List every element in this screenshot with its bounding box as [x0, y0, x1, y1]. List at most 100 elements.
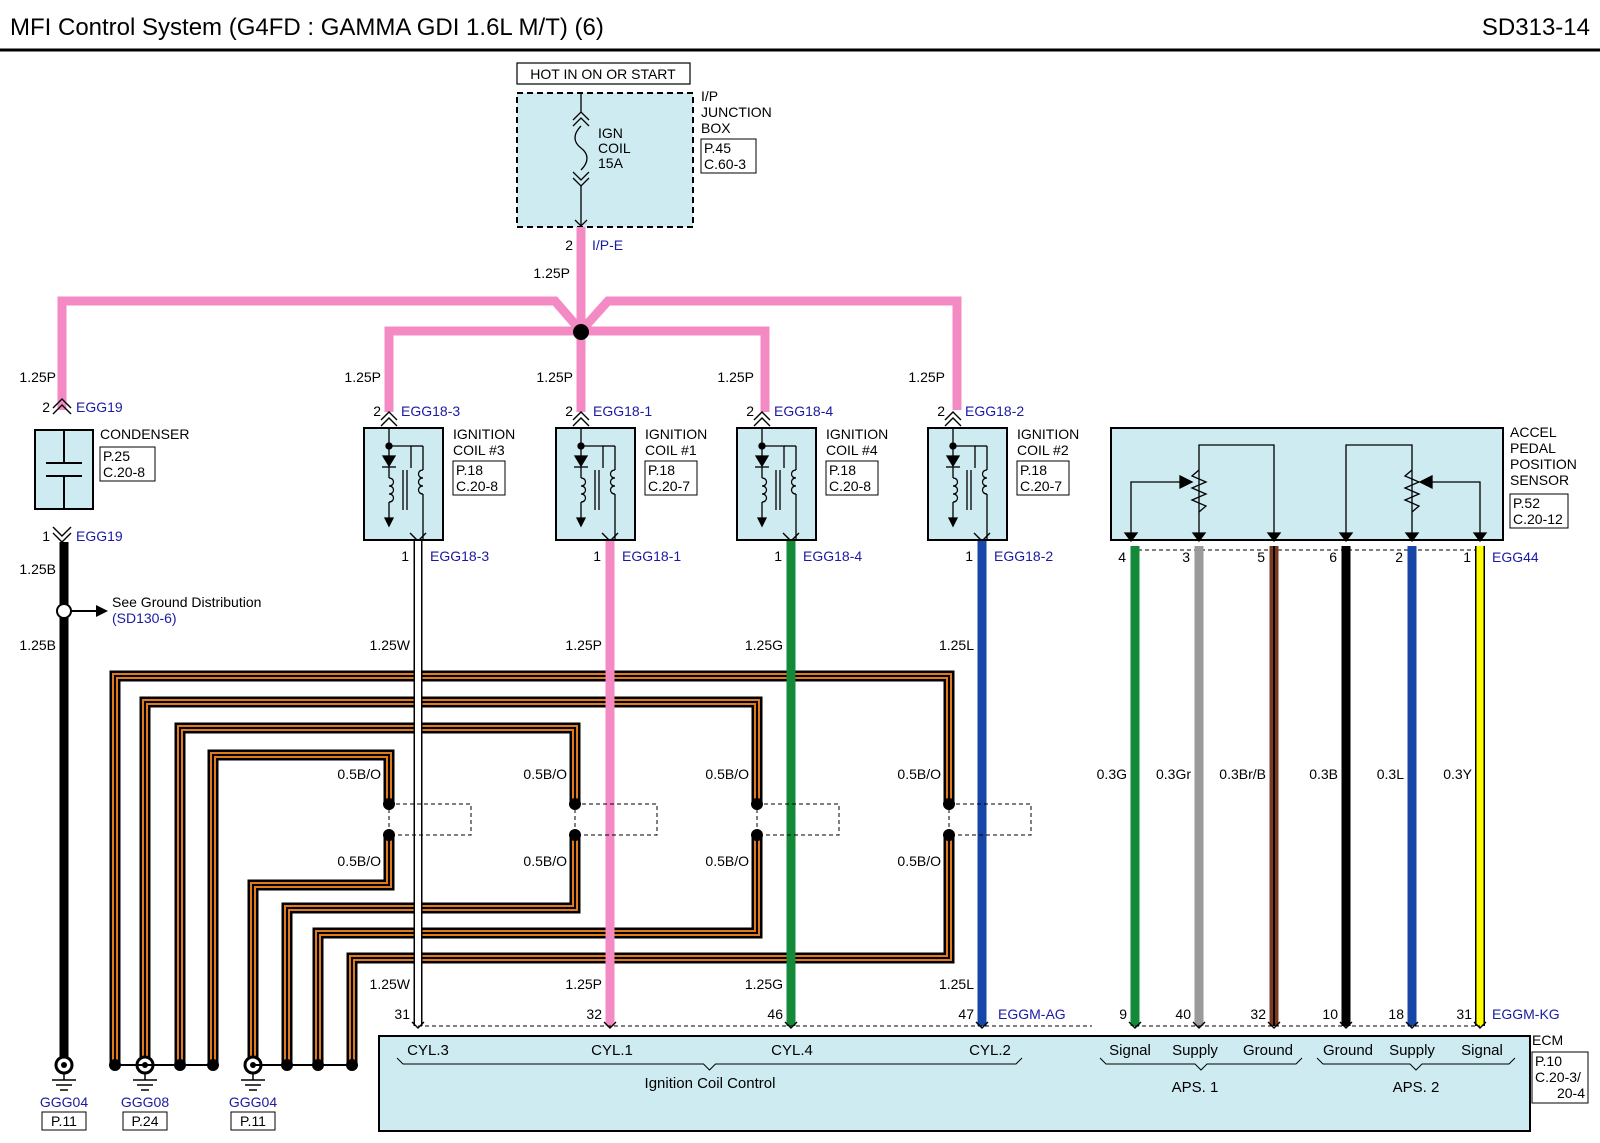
- shield-return-coil2-stripe: [351, 835, 950, 1065]
- coil-ref-1: P.18: [829, 462, 856, 478]
- shield-box: [756, 803, 840, 836]
- aps-wire-label: 0.3Br/B: [1219, 766, 1266, 782]
- shield-label-bot: 0.5B/O: [523, 853, 567, 869]
- aps-body: [1110, 427, 1504, 541]
- coil-ref-1: P.18: [456, 462, 483, 478]
- ground-ref-box: [122, 1111, 168, 1131]
- shield-label-top: 0.5B/O: [337, 766, 381, 782]
- condenser-top-wire: 1.25P: [19, 369, 56, 385]
- coil-ref-box: [1016, 460, 1070, 496]
- coil-ref-2: C.20-7: [648, 478, 690, 494]
- coil-icon: [381, 428, 424, 540]
- bracket-coil: [396, 1057, 1023, 1071]
- connector-icon: [411, 1021, 425, 1029]
- ecm-name: ECM: [1532, 1032, 1563, 1048]
- ecm-ref-3: 20-4: [1557, 1085, 1585, 1101]
- capacitor-icon: [46, 430, 82, 509]
- aps-ecm-pin: 9: [1119, 1006, 1127, 1022]
- shield-label-top: 0.5B/O: [705, 766, 749, 782]
- jb-pin: 2: [565, 237, 573, 253]
- coil-wire-label: 1.25P: [565, 637, 602, 653]
- fuse-icon: [572, 93, 590, 227]
- coil-ref-2: C.20-8: [456, 478, 498, 494]
- ground-splice: [174, 1059, 186, 1071]
- coil-icon: [573, 428, 616, 540]
- aps-ecm-pin: 10: [1322, 1006, 1338, 1022]
- ecm-aps-func: Supply: [1389, 1042, 1435, 1059]
- coil-name-2: COIL #2: [1017, 442, 1069, 458]
- ecm-aps-func: Ground: [1243, 1042, 1293, 1059]
- coil-icon: [754, 428, 797, 540]
- aps-ref-box: [1509, 493, 1569, 529]
- connector-icon: [1339, 1021, 1353, 1029]
- coil-icon: [945, 428, 988, 540]
- shield-return-coil1-core: [284, 835, 578, 1065]
- coil-bot-pin: 1: [401, 548, 409, 564]
- potentiometer-icon: [1123, 444, 1488, 543]
- fuse-label-3: 15A: [598, 155, 624, 171]
- coil-name-2: COIL #4: [826, 442, 878, 458]
- coil-wire-label-2: 1.25G: [745, 976, 783, 992]
- coil-ref-2: C.20-8: [829, 478, 871, 494]
- connector-icon: [572, 417, 590, 427]
- connector-icon: [603, 1021, 617, 1029]
- connector-icon: [380, 411, 398, 421]
- coil-ref-1: P.18: [648, 462, 675, 478]
- coil-ref-box: [644, 460, 698, 496]
- condenser-bot-conn: EGG19: [76, 528, 123, 544]
- jb-ref-1: P.45: [704, 140, 731, 156]
- condenser: 1.25P 2 EGG19 CONDENSER P.25 C.20-8 1 EG…: [19, 369, 261, 1065]
- connector-icon: [1192, 1021, 1206, 1029]
- accel-pedal-position-sensor: ACCELPEDALPOSITIONSENSORP.52C.20-12EGG44…: [1097, 424, 1577, 1029]
- ground-splice: [281, 1059, 293, 1071]
- coil-top-conn: EGG18-1: [593, 403, 652, 419]
- condenser-name: CONDENSER: [100, 426, 189, 442]
- coil-ref-box: [452, 460, 506, 496]
- ecm-conn-a: EGGM-AG: [998, 1006, 1066, 1022]
- shield-return-coil1: [281, 835, 581, 1065]
- ground-name: GGG08: [121, 1094, 169, 1110]
- shield-return-coil2-core: [349, 835, 952, 1065]
- jb-ref-box: [700, 138, 757, 174]
- aps-wire-label: 0.3B: [1309, 766, 1338, 782]
- aps-name-3: POSITION: [1510, 456, 1577, 472]
- jb-wire-label: 1.25P: [533, 265, 570, 281]
- aps-conn: EGG44: [1492, 549, 1539, 565]
- shield-loop-coil3-stripe: [212, 754, 390, 1065]
- coil-ecm-pin: 31: [394, 1006, 410, 1022]
- ecm-aps-func: Signal: [1109, 1042, 1151, 1059]
- ground-note: See Ground Distribution: [112, 594, 261, 610]
- coil-name-2: COIL #3: [453, 442, 505, 458]
- connector-icon: [380, 417, 398, 427]
- ground-name: GGG04: [229, 1094, 277, 1110]
- jb-name-2: JUNCTION: [701, 104, 772, 120]
- shield-splice: [569, 829, 581, 841]
- coil-name-1: IGNITION: [645, 426, 707, 442]
- connector-icon: [944, 411, 962, 421]
- coil-wire-label-2: 1.25P: [565, 976, 602, 992]
- jb-name-1: I/P: [701, 88, 718, 104]
- arrow-right-icon: [96, 605, 108, 617]
- coil-top-pin: 2: [746, 403, 754, 419]
- coil-top-pin: 2: [937, 403, 945, 419]
- shield-splice: [751, 829, 763, 841]
- condenser-ref-box: [99, 446, 156, 482]
- jb-ref-2: C.60-3: [704, 156, 746, 172]
- condenser-top-pin: 2: [42, 399, 50, 415]
- condenser-bot-pin: 1: [42, 528, 50, 544]
- ground-splice: [312, 1059, 324, 1071]
- fuse-label-1: IGN: [598, 125, 623, 141]
- coil-wire-label-2: 1.25L: [939, 976, 974, 992]
- aps-name-4: SENSOR: [1510, 472, 1569, 488]
- ground-ref: P.24: [132, 1113, 159, 1129]
- ecm-group-aps2: APS. 2: [1393, 1079, 1440, 1096]
- jb-name-3: BOX: [701, 120, 731, 136]
- aps-ref-1: P.52: [1513, 495, 1540, 511]
- ecm-aps-func: Ground: [1323, 1042, 1373, 1059]
